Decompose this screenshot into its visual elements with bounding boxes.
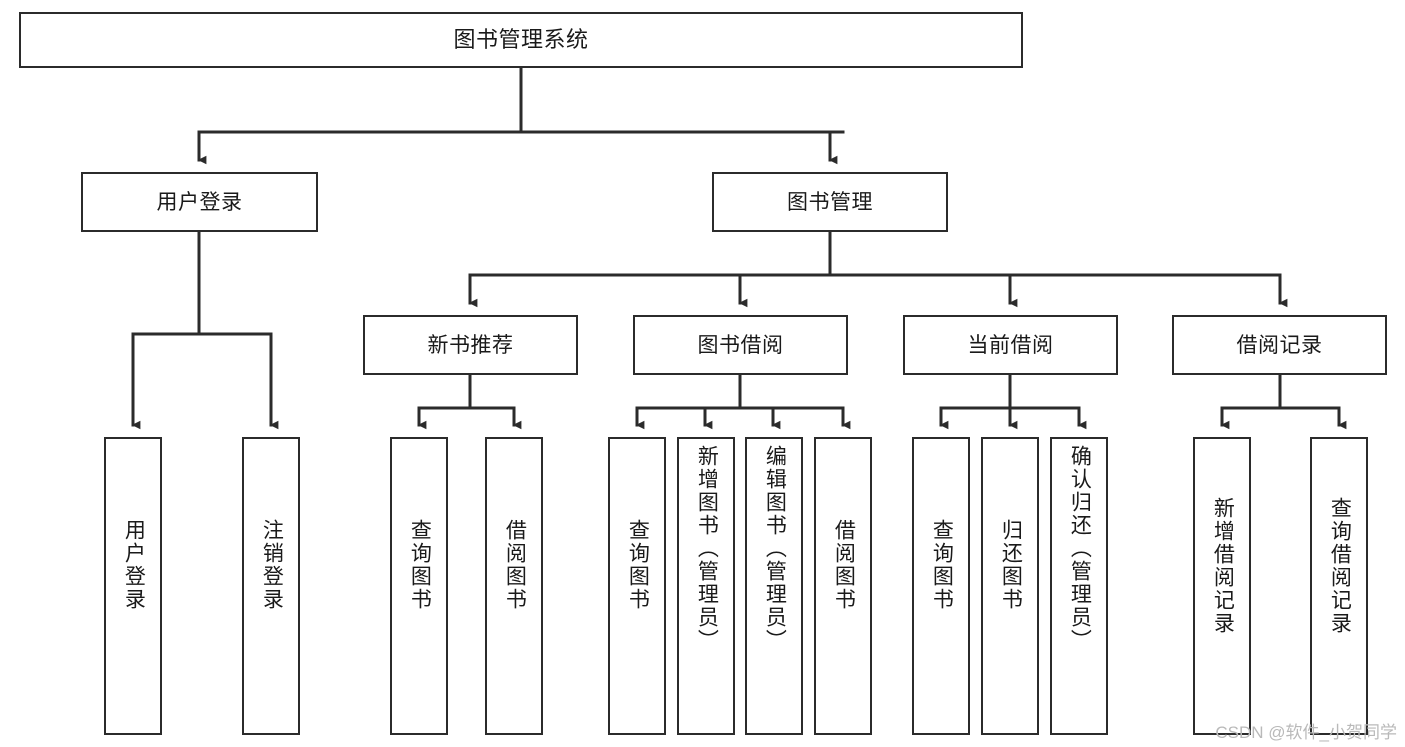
node-label: 查询图书 (408, 519, 432, 611)
node-label: 查询图书 (626, 519, 650, 611)
leaf-borrow-record-query[interactable]: 查询借阅记录 (1310, 437, 1368, 735)
node-label: 当前借阅 (967, 333, 1054, 357)
node-label: 编辑图书（管理员） (763, 445, 787, 652)
node-label: 查询借阅记录 (1328, 497, 1352, 635)
leaf-user-login-signin[interactable]: 用户登录 (104, 437, 162, 735)
node-label: 归还图书 (999, 519, 1023, 611)
node-book-management[interactable]: 图书管理 (712, 172, 948, 232)
leaf-book-borrow-edit[interactable]: 编辑图书（管理员） (745, 437, 803, 735)
leaf-current-borrow-query[interactable]: 查询图书 (912, 437, 970, 735)
node-current-borrow[interactable]: 当前借阅 (903, 315, 1118, 375)
leaf-new-book-borrow[interactable]: 借阅图书 (485, 437, 543, 735)
node-root-system[interactable]: 图书管理系统 (19, 12, 1023, 68)
node-label: 确认归还（管理员） (1068, 445, 1092, 652)
leaf-book-borrow-lend[interactable]: 借阅图书 (814, 437, 872, 735)
node-label: 图书借阅 (697, 333, 784, 357)
leaf-current-borrow-confirm[interactable]: 确认归还（管理员） (1050, 437, 1108, 735)
node-borrow-record[interactable]: 借阅记录 (1172, 315, 1387, 375)
node-label: 借阅记录 (1236, 333, 1323, 357)
node-label: 新书推荐 (427, 333, 514, 357)
node-new-book-recommend[interactable]: 新书推荐 (363, 315, 578, 375)
node-user-login[interactable]: 用户登录 (81, 172, 318, 232)
leaf-current-borrow-return[interactable]: 归还图书 (981, 437, 1039, 735)
node-label: 图书管理系统 (453, 27, 589, 52)
leaf-user-login-signout[interactable]: 注销登录 (242, 437, 300, 735)
node-label: 查询图书 (930, 519, 954, 611)
node-label: 注销登录 (260, 519, 284, 611)
node-label: 借阅图书 (503, 519, 527, 611)
node-label: 借阅图书 (832, 519, 856, 611)
node-label: 新增借阅记录 (1211, 497, 1235, 635)
node-label: 用户登录 (122, 519, 146, 611)
leaf-book-borrow-add[interactable]: 新增图书（管理员） (677, 437, 735, 735)
leaf-new-book-query[interactable]: 查询图书 (390, 437, 448, 735)
leaf-book-borrow-query[interactable]: 查询图书 (608, 437, 666, 735)
leaf-borrow-record-add[interactable]: 新增借阅记录 (1193, 437, 1251, 735)
node-label: 新增图书（管理员） (695, 445, 719, 652)
node-label: 用户登录 (156, 190, 243, 214)
watermark: CSDN @软件_小贺同学 (1215, 723, 1397, 742)
node-book-borrow[interactable]: 图书借阅 (633, 315, 848, 375)
node-label: 图书管理 (787, 190, 873, 214)
